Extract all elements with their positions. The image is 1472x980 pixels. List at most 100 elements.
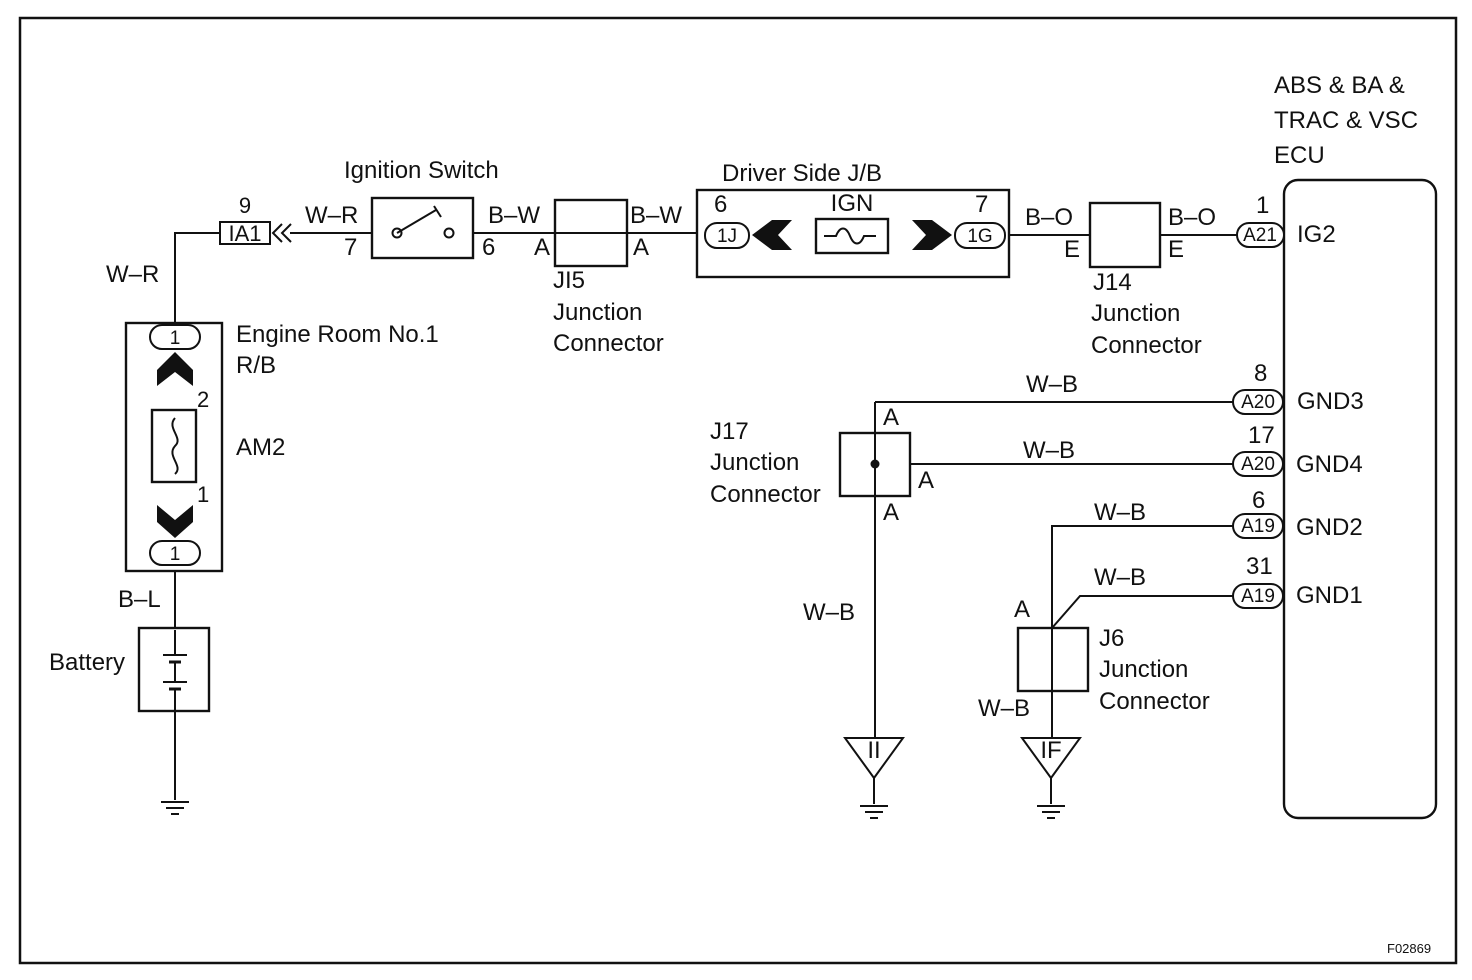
jb-left-arrow-icon — [752, 220, 792, 250]
j17-name: J17 — [710, 418, 749, 445]
figure-id: F02869 — [1387, 941, 1431, 956]
ecu-connector-a20-gnd3-label: A20 — [1241, 392, 1275, 413]
ecu-connector-a19-gnd2-label: A19 — [1241, 516, 1275, 537]
battery-ground-icon — [161, 801, 189, 815]
ground-if-triangle — [1020, 737, 1082, 780]
j6-name: J6 — [1099, 625, 1124, 652]
wire-gnd2 — [1051, 525, 1233, 628]
j17-wire-down-label: W–B — [803, 599, 855, 626]
driver-jb-label: Driver Side J/B — [722, 160, 882, 187]
ign-fuse-label: IGN — [831, 190, 874, 217]
ecu-pin-gnd3: 8 — [1254, 360, 1267, 387]
ia1-plug-icon — [271, 223, 292, 243]
switch-contact-right — [443, 227, 455, 239]
ecu-connector-a20-gnd3 — [1232, 389, 1284, 415]
ji5-name: JI5 — [553, 267, 585, 294]
switch-pin-in: 7 — [344, 234, 357, 261]
ecu-connector-a21-label: A21 — [1243, 225, 1277, 246]
ia1-connector — [219, 221, 271, 245]
ecu-connector-a20-gnd4-label: A20 — [1241, 454, 1275, 475]
ji5-pin-right: A — [633, 234, 649, 261]
am2-fuse-icon — [171, 417, 179, 475]
j6-line2: Connector — [1099, 688, 1210, 715]
ground-ii-label: II — [867, 737, 880, 764]
wire-b-l-label: B–L — [118, 586, 161, 613]
ecu-title-line2: TRAC & VSC — [1274, 107, 1418, 134]
wire-w-r-rb — [174, 232, 220, 325]
engine-room-rb-label-1: Engine Room No.1 — [236, 321, 439, 348]
engine-room-rb-label-2: R/B — [236, 352, 276, 379]
fuse-pin-bottom: 1 — [197, 482, 209, 507]
jb-connector-1j-label: 1J — [717, 226, 737, 247]
wire-gnd4-label: W–B — [1023, 437, 1075, 464]
ecu-pin-ig2: 1 — [1256, 192, 1269, 219]
ecu-body — [1282, 178, 1438, 820]
ecu-connector-a20-gnd4 — [1232, 451, 1284, 477]
wire-gnd1-label: W–B — [1094, 564, 1146, 591]
wire-w-r-label-left: W–R — [106, 261, 159, 288]
ecu-connector-a21 — [1236, 222, 1285, 248]
ign-fuse-icon — [824, 227, 876, 245]
jb-connector-1j — [704, 222, 750, 249]
ecu-pin-gnd2: 6 — [1252, 487, 1265, 514]
ecu-signal-ig2: IG2 — [1297, 221, 1336, 248]
rb-connector-bottom — [149, 540, 201, 566]
ecu-connector-a19-gnd2 — [1232, 513, 1284, 539]
ecu-title-line1: ABS & BA & — [1274, 72, 1405, 99]
switch-wire-in-label: W–R — [305, 202, 358, 229]
j17-line2: Connector — [710, 481, 821, 508]
ecu-connector-a19-gnd1 — [1232, 583, 1284, 609]
ji5-pin-left: A — [534, 234, 550, 261]
j14-pin-right: E — [1168, 236, 1184, 263]
j14-wire-out-label: B–O — [1168, 204, 1216, 231]
switch-lever — [396, 209, 437, 234]
ground-ii-triangle — [843, 737, 905, 780]
switch-pin-out: 6 — [482, 234, 495, 261]
rb-connector-bottom-pin: 1 — [170, 544, 181, 565]
battery-label: Battery — [49, 649, 125, 676]
fuse-pin-top: 2 — [197, 387, 209, 412]
ecu-pin-gnd4: 17 — [1248, 422, 1275, 449]
ecu-signal-gnd2: GND2 — [1296, 514, 1363, 541]
j17-pin-bottom: A — [883, 499, 899, 526]
j14-name: J14 — [1093, 269, 1132, 296]
ecu-connector-a19-gnd1-label: A19 — [1241, 586, 1275, 607]
ji5-wire-out-label: B–W — [630, 202, 682, 229]
wire-gnd2-label: W–B — [1094, 499, 1146, 526]
j17-pin-right: A — [918, 467, 934, 494]
ji5-line1: Junction — [553, 299, 642, 326]
j14-line2: Connector — [1091, 332, 1202, 359]
j14-pin-left: E — [1064, 236, 1080, 263]
jb-connector-1g — [954, 222, 1006, 249]
ground-ii-icon — [860, 805, 888, 819]
j6-pin: A — [1014, 596, 1030, 623]
j17-splice-dot — [870, 459, 880, 469]
jb-right-arrow-icon — [912, 220, 952, 250]
ecu-signal-gnd4: GND4 — [1296, 451, 1363, 478]
ia1-pin: 9 — [239, 193, 251, 218]
ecu-signal-gnd1: GND1 — [1296, 582, 1363, 609]
j14-line1: Junction — [1091, 300, 1180, 327]
jb-right-pin: 7 — [975, 191, 988, 218]
ia1-connector-label: IA1 — [228, 221, 261, 246]
ecu-pin-gnd1: 31 — [1246, 553, 1273, 580]
ground-if-icon — [1037, 805, 1065, 819]
rb-connector-top-pin: 1 — [170, 328, 181, 349]
rb-upper-arrow-icon — [157, 352, 193, 386]
jb-left-pin: 6 — [714, 191, 727, 218]
ground-if-label: IF — [1040, 737, 1061, 764]
rb-lower-arrow-icon — [157, 505, 193, 538]
rb-connector-top — [149, 324, 201, 350]
ignition-switch-box — [370, 196, 475, 260]
wire-gnd1 — [1051, 595, 1233, 629]
ji5-line2: Connector — [553, 330, 664, 357]
j6-line1: Junction — [1099, 656, 1188, 683]
j6-wire-down-label: W–B — [978, 695, 1030, 722]
switch-wire-out-label: B–W — [488, 202, 540, 229]
j17-pin-top: A — [883, 404, 899, 431]
wire-gnd3-label: W–B — [1026, 371, 1078, 398]
jb-connector-1g-label: 1G — [967, 226, 992, 247]
diagram-frame — [18, 16, 1458, 965]
j17-line1: Junction — [710, 449, 799, 476]
